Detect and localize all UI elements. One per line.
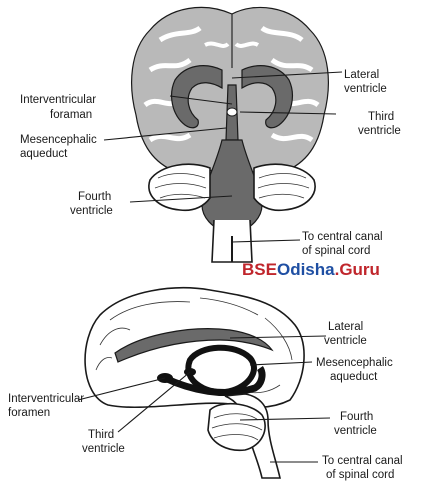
label-central-canal-bottom: To central canal of spinal cord — [322, 455, 406, 481]
sagittal-leaders — [77, 335, 331, 463]
label-interventricular-foramen-bottom: Interventricular foramen — [8, 393, 87, 419]
frontal-leaders — [103, 71, 343, 243]
label-fourth-ventricle-top: Fourth ventricle — [70, 191, 114, 217]
label-lateral-ventricle-top: Lateral ventricle — [344, 69, 387, 95]
label-central-canal-top: To central canal of spinal cord — [302, 231, 386, 257]
label-interventricular-foramen-top: Interventricular foraman — [20, 94, 99, 121]
watermark: BSEOdisha.Guru — [242, 260, 380, 279]
sagittal-cerebellum-folia — [211, 413, 263, 441]
sagittal-lateral-ventricle — [114, 328, 274, 363]
frontal-gyri-lines — [143, 25, 320, 143]
label-third-ventricle-bottom: Third ventricle — [82, 429, 125, 455]
frontal-foramen — [226, 107, 238, 117]
frontal-lateral-ventricle-right — [241, 65, 293, 129]
label-mesencephalic-aqueduct-bottom: Mesencephalic aqueduct — [316, 357, 396, 383]
sagittal-inferior-horn — [163, 366, 266, 397]
label-mesencephalic-aqueduct-top: Mesencephalic aqueduct — [20, 134, 100, 160]
frontal-lateral-ventricle-left — [171, 65, 223, 129]
sagittal-third-ventricle-ring — [185, 344, 257, 396]
frontal-cerebellum-folia — [154, 173, 310, 199]
sagittal-brain — [84, 287, 305, 479]
label-fourth-ventricle-bottom: Fourth ventricle — [334, 411, 377, 437]
label-lateral-ventricle-bottom: Lateral ventricle — [324, 321, 367, 347]
label-third-ventricle-top: Third ventricle — [358, 111, 401, 137]
